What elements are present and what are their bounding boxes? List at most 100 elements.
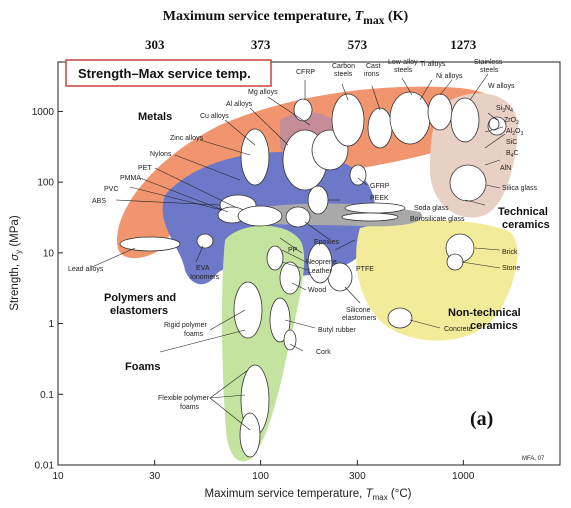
label-brick: Brick: [502, 249, 518, 256]
label-epoxies: Epoxies: [314, 239, 339, 246]
bubble-peek: [307, 185, 329, 215]
panel-label: (a): [470, 408, 493, 430]
bubble-wood: [279, 261, 301, 295]
label-abs: ABS: [92, 198, 106, 205]
label-b4c: B4C: [506, 150, 519, 159]
family-label-foams: Foams: [125, 361, 160, 373]
label-sic: SiC: [506, 139, 517, 146]
label-pet: PET: [138, 165, 152, 172]
label-al-alloys: Al alloys: [226, 101, 253, 108]
label-si3n4: Si3N4: [496, 105, 513, 114]
top-tick-label-0: 303: [144, 37, 165, 52]
bubble-butyl: [269, 297, 291, 343]
x-tick-label-0: 10: [52, 471, 64, 482]
label-eva: EVA: [196, 265, 210, 272]
x-axis-ticks: 10 30 100 300 1000: [52, 460, 475, 482]
bubble-soda-glass: [344, 202, 406, 214]
title-box: [65, 59, 272, 87]
bubble-flexible-foams-2: [239, 412, 261, 458]
y-tick-label-2: 1: [48, 319, 54, 330]
label-al2o3: Al2O3: [506, 128, 523, 137]
y-tick-label-4: 100: [37, 178, 54, 189]
material-labels: Lead alloys EVA Ionomers ABS PVC PMMA PE…: [68, 59, 538, 411]
bubble-gfrp: [349, 164, 367, 186]
label-borosilicate-glass: Borosilicate glass: [410, 216, 465, 223]
label-cfrp: CFRP: [296, 69, 315, 76]
family-label-metals: Metals: [138, 111, 172, 123]
label-wood: Wood: [308, 287, 326, 294]
label-zro2: ZrO2: [504, 117, 519, 126]
bubble-borosilicate-glass: [341, 212, 399, 222]
x-tick-label-3: 300: [349, 471, 366, 482]
label-butyl-rubber: Butyl rubber: [318, 327, 356, 334]
label-pmma: PMMA: [120, 175, 141, 182]
bubble-si3n4: [488, 117, 500, 131]
label-soda-glass: Soda glass: [414, 205, 449, 212]
bubble-cast-irons: [367, 107, 393, 149]
label-w-alloys: W alloys: [488, 83, 515, 90]
label-neoprene: Neoprene: [306, 259, 337, 266]
label-nylons: Nylons: [150, 151, 172, 158]
bubble-concrete: [387, 307, 413, 329]
label-gfrp: GFRP: [370, 183, 390, 190]
label-ionomers: Ionomers: [190, 274, 220, 281]
bubble-neoprene: [266, 245, 284, 271]
bubble-cork: [283, 329, 297, 351]
top-axis-title: Maximum service temperature, Tmax (K): [162, 9, 409, 27]
bubble-eva: [196, 233, 214, 249]
label-zinc-alloys: Zinc alloys: [170, 135, 204, 142]
label-mg-alloys: Mg alloys: [248, 89, 278, 96]
bubble-stainless-steels: [450, 97, 480, 143]
x-tick-label-2: 100: [252, 471, 269, 482]
credit: MFA, 07: [522, 456, 545, 462]
bubble-low-alloy-steels: [389, 91, 431, 145]
label-aln: AlN: [500, 165, 511, 172]
bubble-rigid-foams: [233, 281, 263, 339]
x-tick-label-1: 30: [149, 471, 161, 482]
bubble-cfrp: [293, 98, 313, 122]
bubble-stone: [446, 253, 464, 271]
bubble-ni-alloys: [427, 93, 453, 131]
y-axis-ticks: 0.01 0.1 1 10 100 1000: [32, 107, 63, 472]
y-tick-label-3: 10: [43, 248, 55, 259]
label-pp: PP: [288, 247, 298, 254]
label-silica-glass: Silica glass: [502, 185, 538, 192]
top-tick-label-3: 1273: [450, 37, 477, 52]
bubble-zinc-alloys: [240, 128, 270, 186]
label-cork: Cork: [316, 349, 331, 356]
bubble-ptfe: [307, 242, 333, 284]
leader-lines: [91, 73, 506, 431]
y-tick-label-0: 0.01: [35, 461, 55, 472]
label-stone: Stone: [502, 265, 520, 272]
chart-title: Strength–Max service temp.: [78, 66, 251, 81]
label-pvc: PVC: [104, 186, 118, 193]
top-tick-label-2: 573: [347, 37, 368, 52]
label-ptfe: PTFE: [356, 266, 374, 273]
x-tick-label-4: 1000: [452, 471, 475, 482]
top-tick-label-1: 373: [250, 37, 271, 52]
bubble-silica-glass: [449, 164, 487, 202]
y-axis-title: Strength, σy (MPa): [9, 215, 23, 310]
label-ti-alloys: Ti alloys: [420, 61, 446, 68]
label-cu-alloys: Cu alloys: [200, 113, 229, 120]
bubble-epoxies: [285, 206, 311, 228]
bubble-pp: [237, 205, 283, 227]
label-peek: PEEK: [370, 195, 389, 202]
label-concrete: Concrete: [444, 326, 473, 333]
material-bubbles: [119, 91, 507, 458]
label-ni-alloys: Ni alloys: [436, 73, 463, 80]
y-tick-label-5: 1000: [32, 107, 55, 118]
x-axis-title: Maximum service temperature, Tmax (°C): [205, 488, 412, 502]
y-tick-label-1: 0.1: [40, 390, 54, 401]
